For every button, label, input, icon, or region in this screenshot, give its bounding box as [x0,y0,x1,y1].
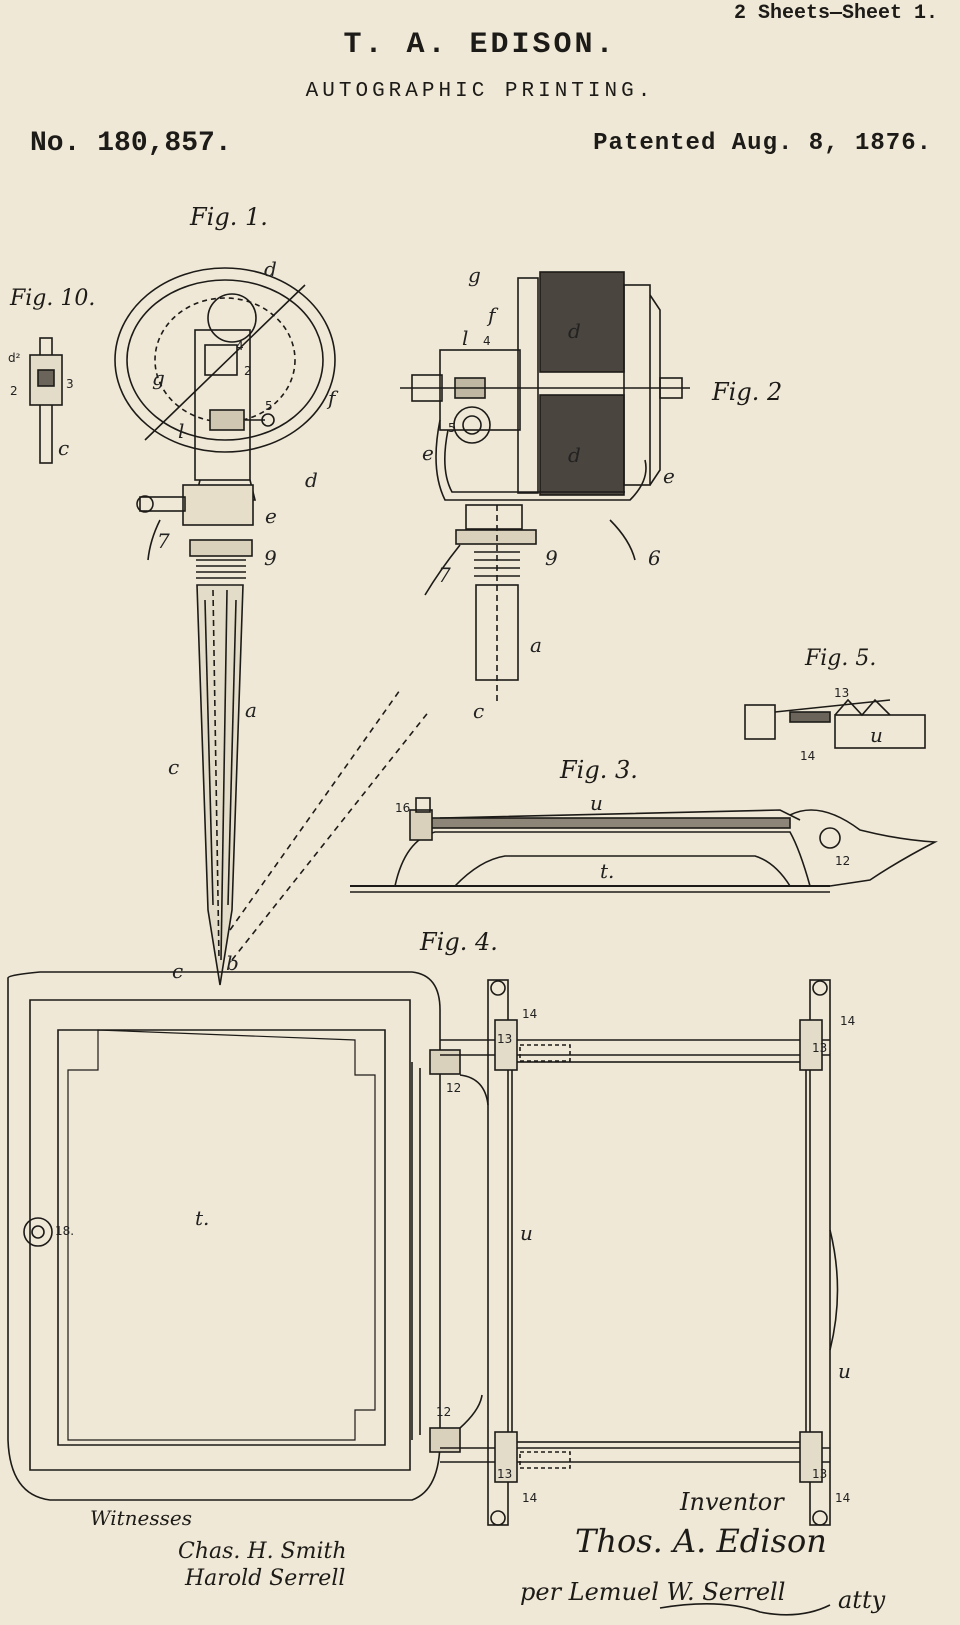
fig2-label-e-right: e [663,464,675,488]
witnesses-label: Witnesses [90,1506,192,1530]
fig2-label-6: 6 [648,546,661,570]
figure-10-detail: Fig. 10. d² 2 3 c [8,286,95,464]
fig5-label-u: u [870,723,883,747]
attorney-abbrev: atty [838,1586,886,1614]
fig5-num-13: 13 [834,686,849,700]
fig2-caption: Fig. 2 [711,378,782,406]
fig1-num-4: 4 [236,339,244,353]
fig3-label-u: u [590,791,603,815]
figure-3-side: Fig. 3. 16 12 u t. [350,756,938,893]
fig4-num-13-b: 13 [812,1041,827,1055]
fig2-label-f: f [486,303,499,327]
signature-block: Witnesses Chas. H. Smith Harold Serrell … [90,1488,886,1614]
fig1-label-f: f [326,386,339,410]
fig2-label-e-left: e [422,441,434,465]
fig1-label-l: l [178,419,184,443]
fig1-label-a: a [245,698,257,722]
fig3-num-12: 12 [835,854,850,868]
sheet-number: 2 Sheets—Sheet 1. [733,2,938,25]
fig2-label-l: l [462,326,468,350]
fig2-label-9: 9 [545,546,558,570]
fig1-label-e: e [265,504,277,528]
fig5-caption: Fig. 5. [804,646,876,671]
figure-4-plan: Fig. 4. 14 14 13 13 [7,928,855,1526]
fig4-num-14-a: 14 [522,1007,537,1021]
fig4-num-12-a: 12 [446,1081,461,1095]
fig1-label-c: c [168,755,179,779]
fig4-num-12-b: 12 [436,1405,451,1419]
figure-5-detail: Fig. 5. 13 14 u [744,646,926,763]
fig10-num-2: 2 [10,384,18,398]
inventor-signature: Thos. A. Edison [575,1522,827,1560]
fig1-num-5: 5 [265,399,273,413]
fig2-label-a: a [530,633,542,657]
witness-2-signature: Harold Serrell [184,1566,345,1591]
figure-1-pen: Fig. 1. d g l f [114,203,431,986]
fig2-label-7: 7 [438,563,451,587]
attorney-signature: per Lemuel W. Serrell [520,1578,785,1606]
patented-date: Patented Aug. 8, 1876. [593,130,932,157]
inventor-title: T. A. EDISON. [343,28,617,62]
fig2-num-5: 5 [448,421,456,435]
fig4-label-u-left: u [520,1221,533,1245]
inventor-label: Inventor [679,1488,785,1516]
fig4-label-t: t. [195,1206,209,1230]
fig3-label-t: t. [600,859,614,883]
signature-flourish [659,1603,831,1616]
fig1-caption: Fig. 1. [189,203,268,231]
figure-2-section: Fig. 2 g f d d l e e 9 7 6 a [400,263,782,723]
fig4-num-13-c: 13 [497,1467,512,1481]
fig4-num-14-b: 14 [840,1014,855,1028]
fig1-label-b: b [226,951,239,975]
fig4-num-13-a: 13 [497,1032,512,1046]
fig2-num-4: 4 [483,334,491,348]
fig4-label-u-right: u [838,1359,851,1383]
fig1-label-d-top: d [264,257,277,281]
fig1-num-2: 2 [244,364,252,378]
fig4-num-14-d: 14 [835,1491,850,1505]
fig10-caption: Fig. 10. [9,286,95,311]
fig4-num-14-c: 14 [522,1491,537,1505]
fig3-num-16: 16 [395,801,410,815]
fig4-num-13-d: 13 [812,1467,827,1481]
fig2-label-g: g [468,263,481,287]
fig1-label-g: g [152,366,165,390]
fig1-label-9: 9 [264,546,277,570]
fig4-num-18: 18. [55,1224,74,1238]
fig3-caption: Fig. 3. [559,756,638,784]
fig2-label-c: c [473,699,484,723]
fig1-label-7: 7 [157,529,170,553]
fig10-label-d2: d² [8,351,21,365]
fig2-label-d-top: d [568,319,581,343]
fig10-num-3: 3 [66,377,74,391]
witness-1-signature: Chas. H. Smith [178,1539,347,1564]
patent-number: No. 180,857. [30,128,232,159]
fig4-caption: Fig. 4. [419,928,498,956]
fig1-label-c-tip: c [172,959,183,983]
fig1-label-d-bottom: d [305,468,318,492]
fig2-label-d-bottom: d [568,443,581,467]
patent-subject: AUTOGRAPHIC PRINTING. [305,80,655,103]
fig10-label-c: c [58,436,69,460]
fig5-num-14: 14 [800,749,815,763]
